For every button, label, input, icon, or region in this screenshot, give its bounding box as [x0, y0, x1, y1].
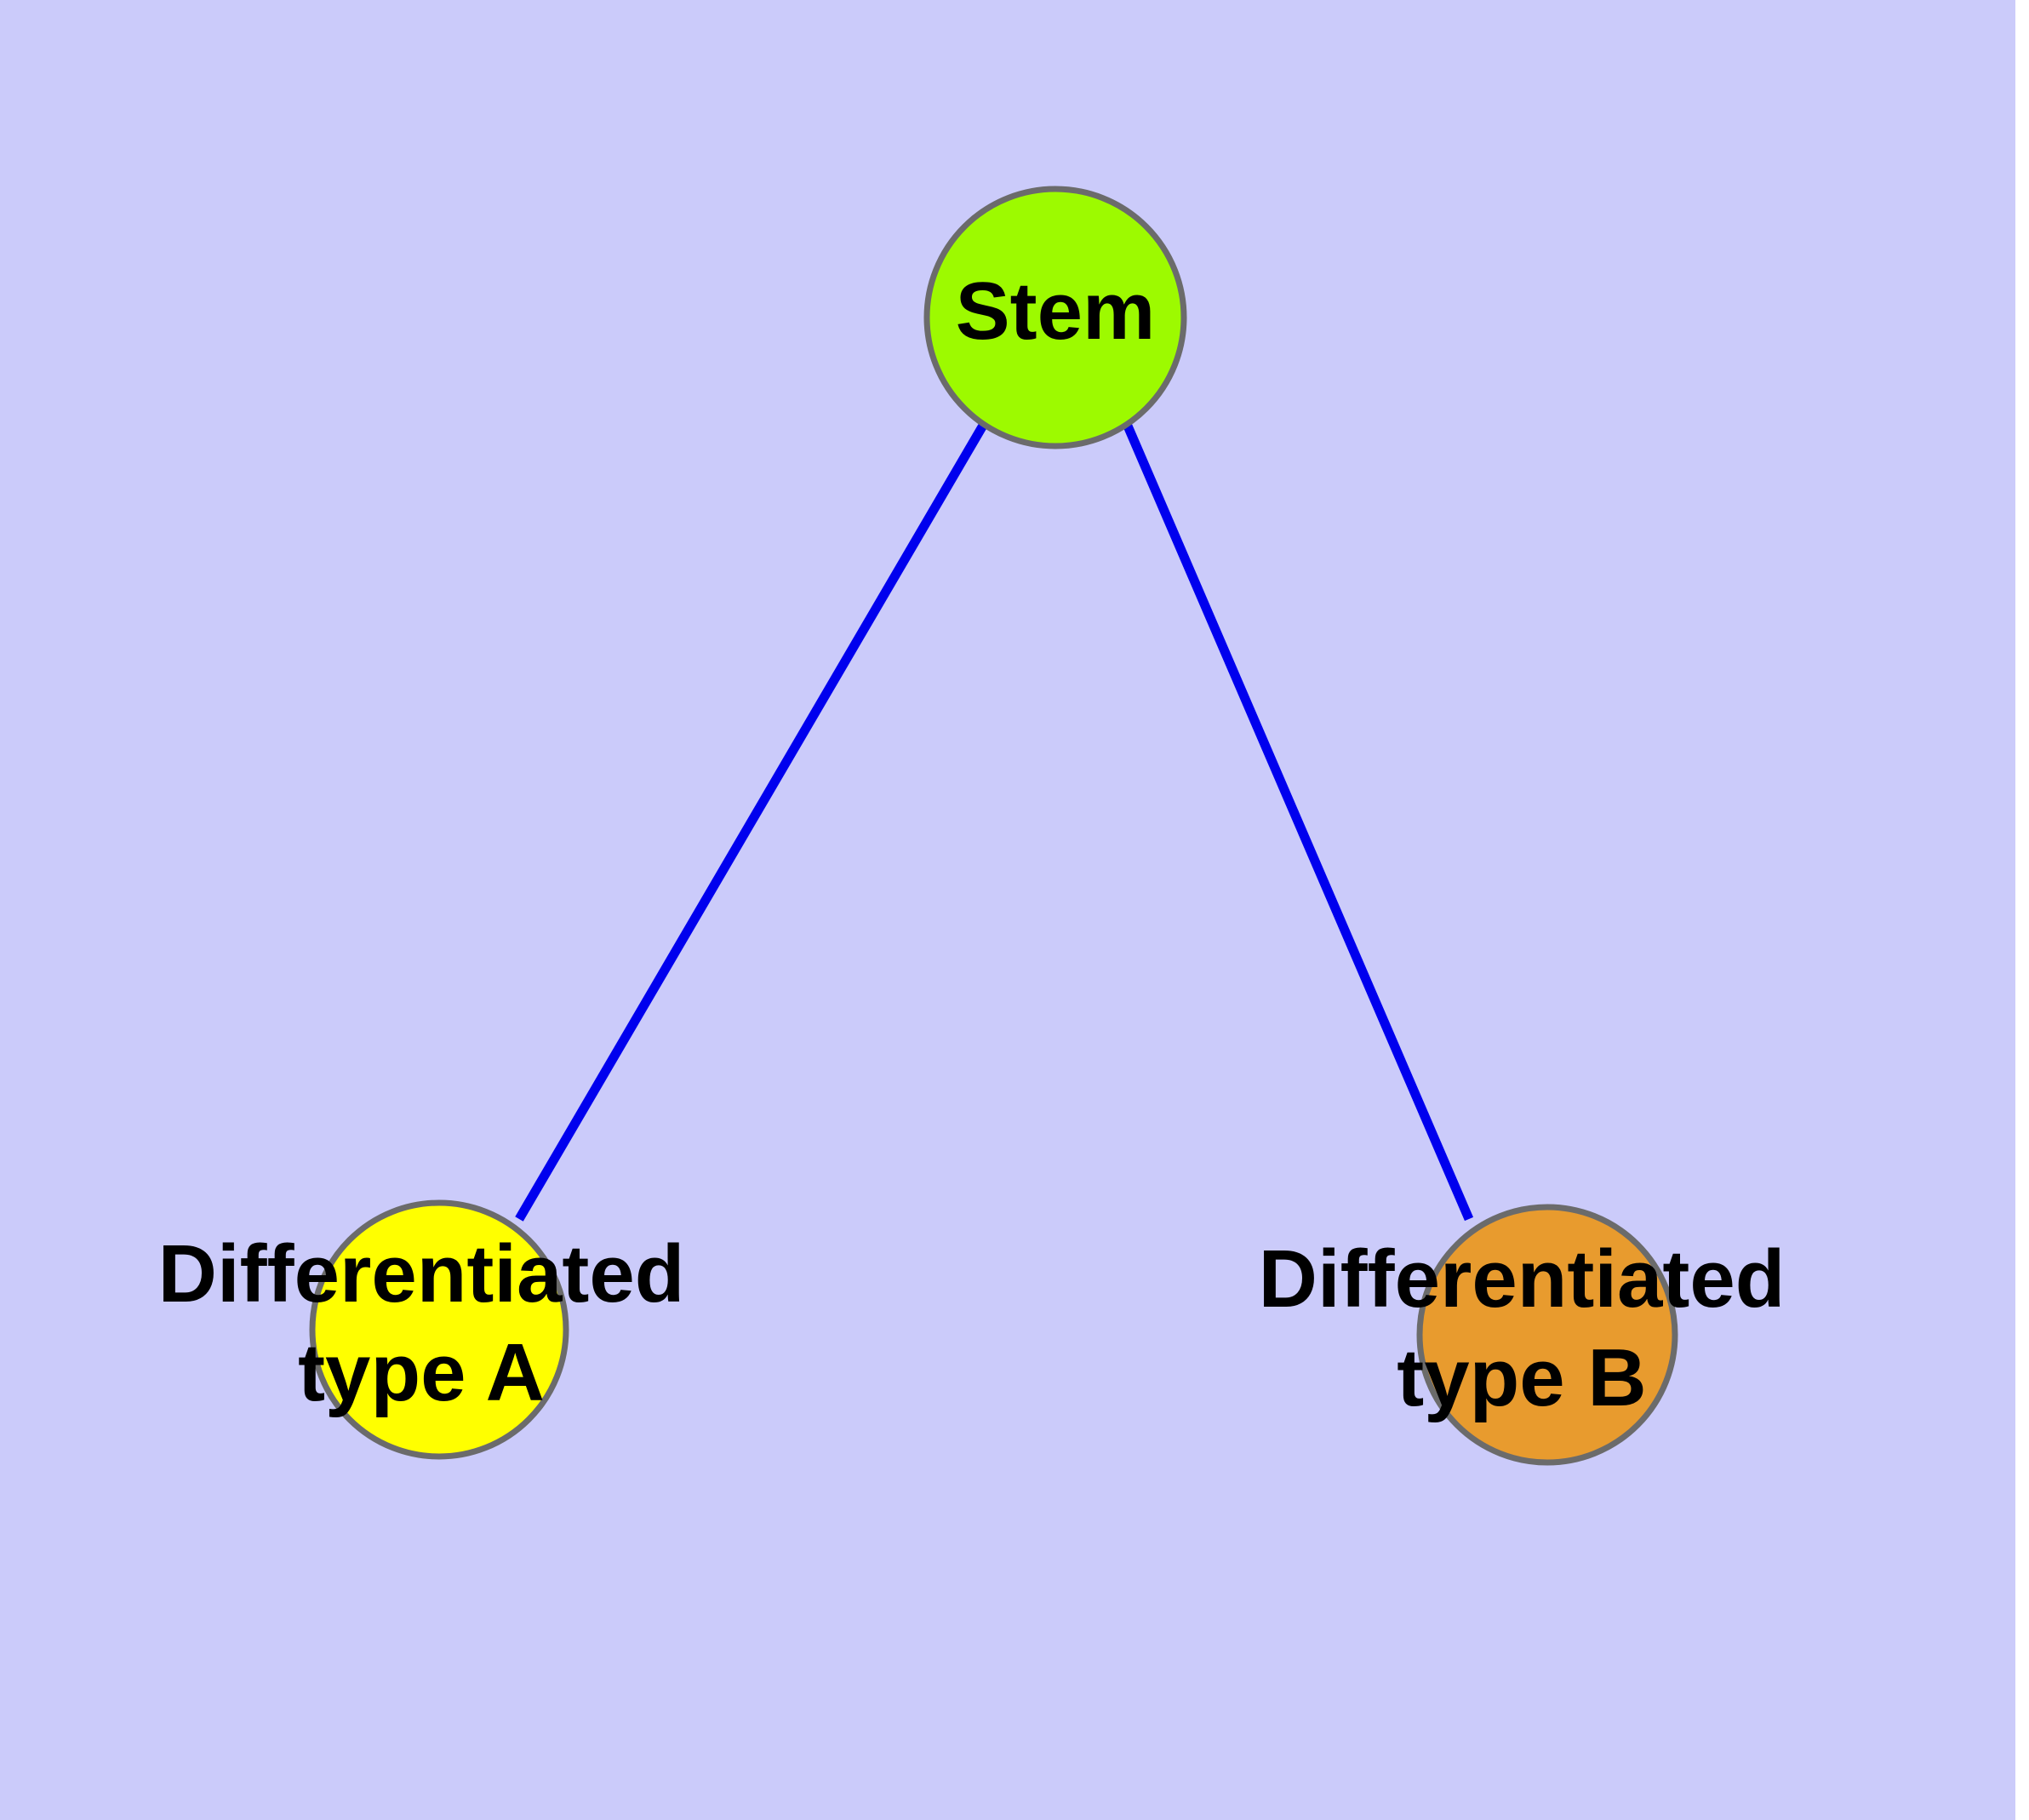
node-label-stem: Stem — [956, 266, 1156, 357]
node-circle-stem[interactable] — [923, 186, 1187, 449]
node-label-line: Differentiated — [158, 1228, 685, 1319]
edge-stem-diff_a — [515, 421, 988, 1222]
node-label-line: Stem — [956, 266, 1156, 357]
node-stem[interactable]: Stem — [923, 186, 1187, 449]
node-circle-diff_a[interactable] — [309, 1199, 569, 1460]
node-circle-diff_b[interactable] — [1416, 1204, 1678, 1466]
edge-stem-diff_b — [1122, 421, 1474, 1222]
node-label-line: type A — [298, 1327, 545, 1418]
node-label-line: Differentiated — [1259, 1233, 1786, 1325]
node-label-line: type B — [1397, 1332, 1646, 1423]
edges-layer — [515, 421, 1474, 1222]
